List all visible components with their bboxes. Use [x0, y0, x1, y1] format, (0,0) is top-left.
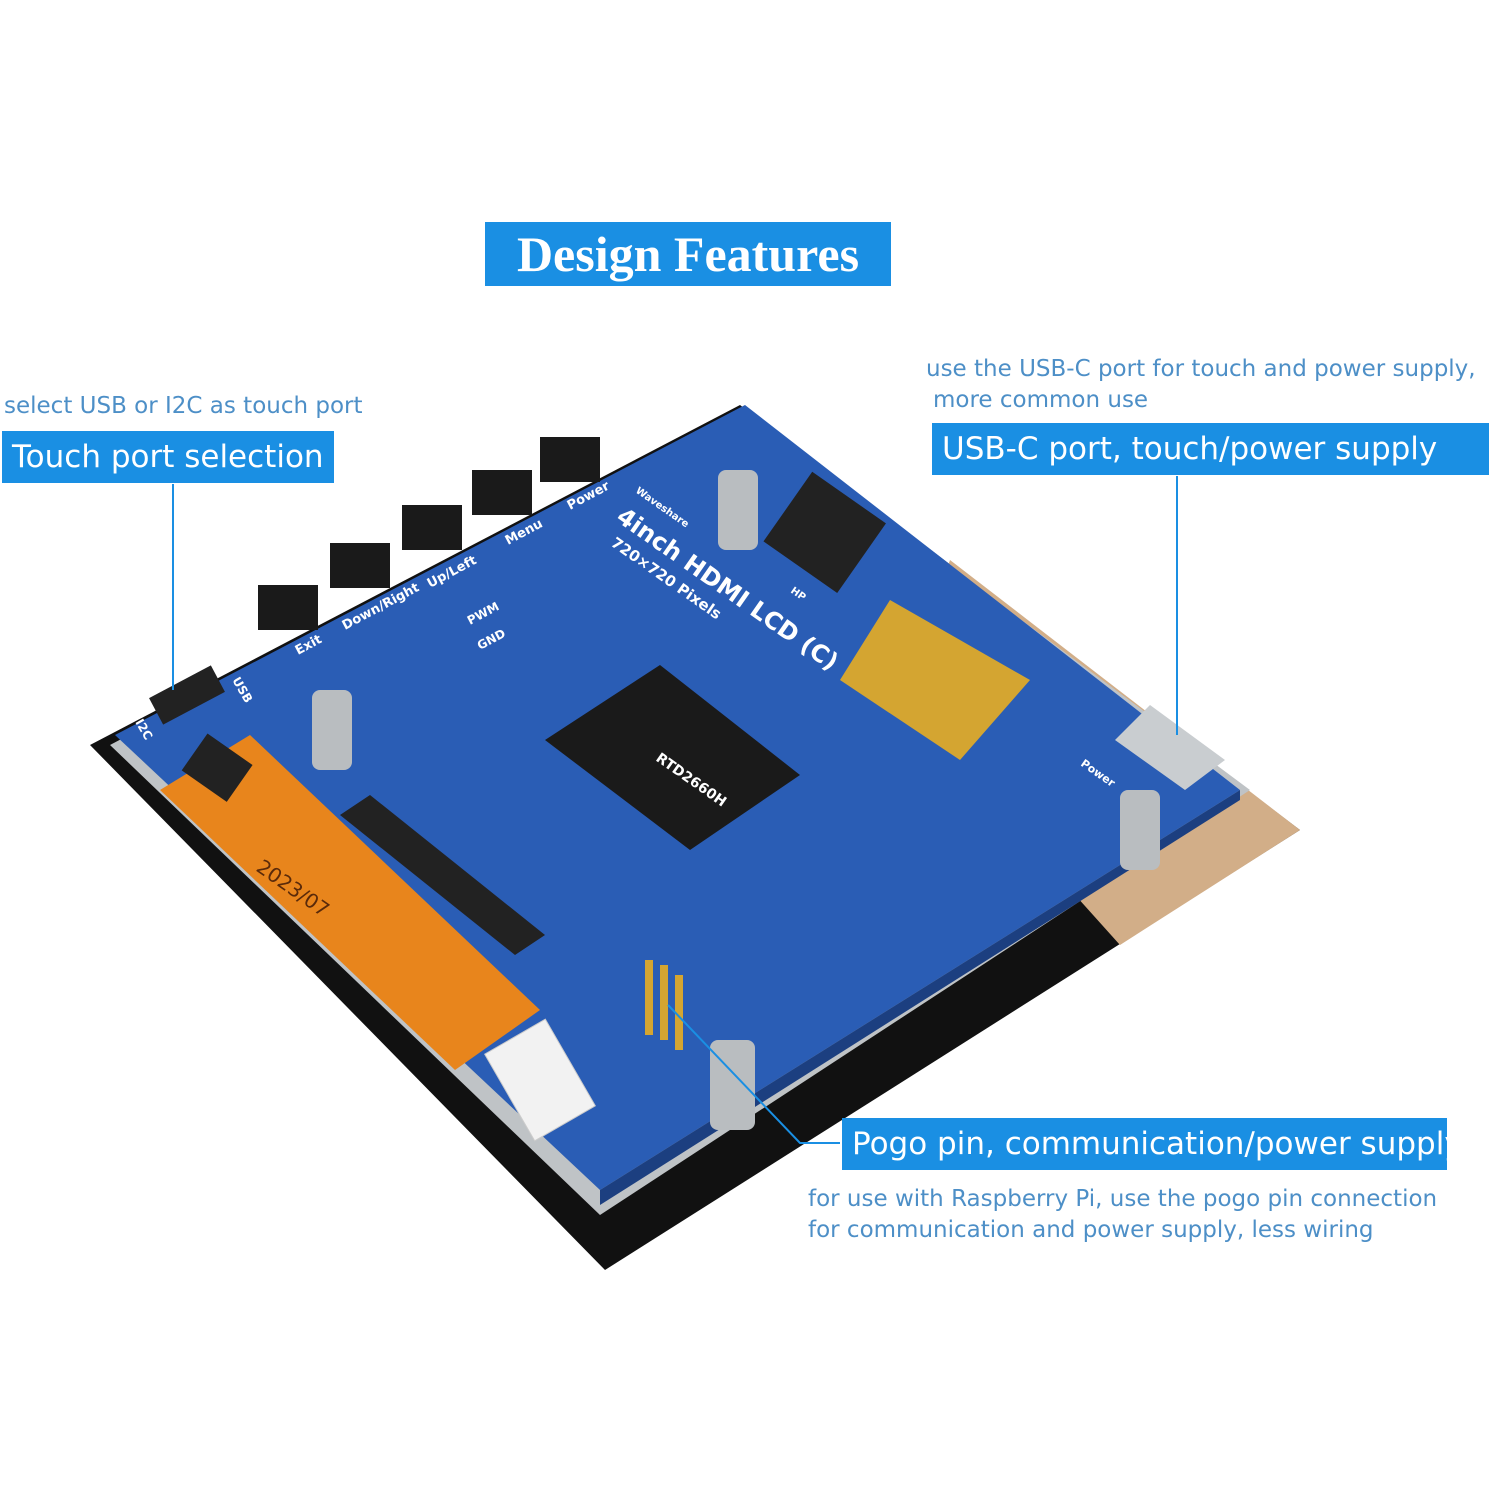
main-chip: [545, 665, 800, 850]
usbc-port-label: USB-C port, touch/power supply: [932, 423, 1489, 475]
usb-c-port: [1115, 705, 1225, 790]
button-power[interactable]: [540, 437, 600, 482]
usbc-note-line2: more common use: [933, 387, 1149, 413]
hdmi-port: [840, 600, 1030, 760]
standoff: [710, 1040, 755, 1130]
pogo-note-line2: for communication and power supply, less…: [808, 1217, 1374, 1243]
pogo-pin-label: Pogo pin, communication/power supply: [842, 1118, 1463, 1170]
page-title: Design Features: [485, 222, 891, 286]
button-down-right[interactable]: [330, 543, 390, 588]
touch-note: select USB or I2C as touch port: [4, 393, 363, 419]
standoff: [312, 690, 352, 770]
button-exit[interactable]: [258, 585, 318, 630]
pogo-note-line1: for use with Raspberry Pi, use the pogo …: [808, 1186, 1438, 1212]
audio-jack: [763, 471, 886, 594]
white-connector: [484, 1018, 596, 1142]
standoff: [718, 470, 758, 550]
button-up-left[interactable]: [402, 505, 462, 550]
pogo-pins: [645, 960, 683, 1050]
fpc-connector: [340, 795, 545, 955]
buttons: [258, 437, 600, 630]
standoff: [1120, 790, 1160, 870]
button-menu[interactable]: [472, 470, 532, 515]
orange-fpc: [160, 735, 540, 1070]
touch-port-label: Touch port selection: [2, 431, 334, 483]
touch-switch[interactable]: [149, 665, 225, 725]
leader-pogo: [667, 1004, 840, 1144]
usbc-note-line1: use the USB-C port for touch and power s…: [926, 356, 1476, 382]
